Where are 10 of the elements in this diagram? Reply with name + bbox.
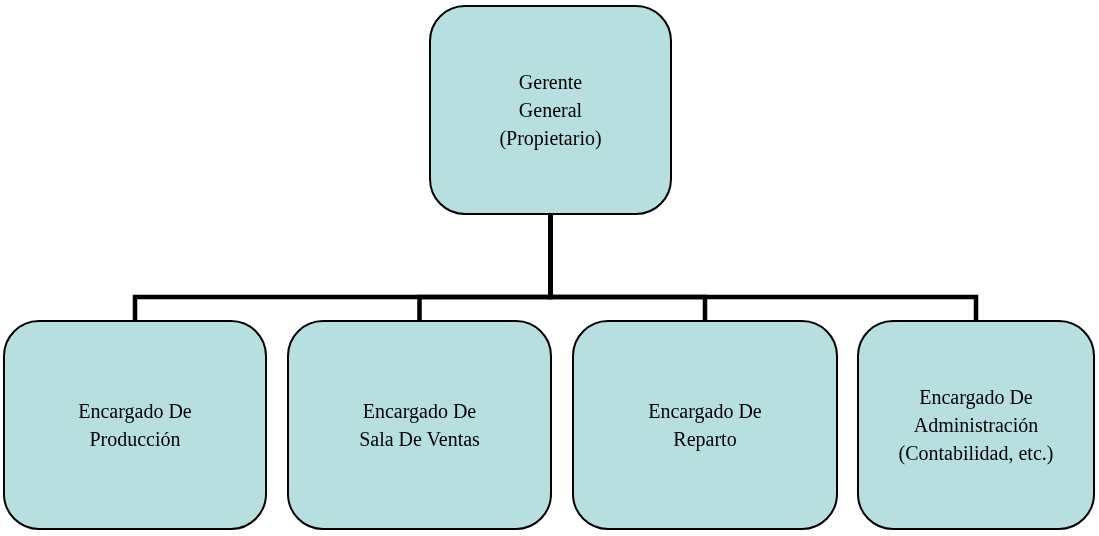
role-title: Encargado De Sala De Ventas [358, 399, 481, 452]
role-box [429, 5, 672, 215]
role-title: Gerente General (Propietario) [498, 70, 603, 152]
role-box [572, 320, 838, 530]
role-title: Encargado De Reparto [647, 399, 763, 453]
role-box [3, 320, 267, 530]
role-box [287, 320, 552, 530]
role-title: Encargado De Administración (Contabilidad, etc.) [897, 385, 1055, 467]
role-box [857, 320, 1095, 530]
role-title: Encargado De Producción [77, 399, 193, 452]
